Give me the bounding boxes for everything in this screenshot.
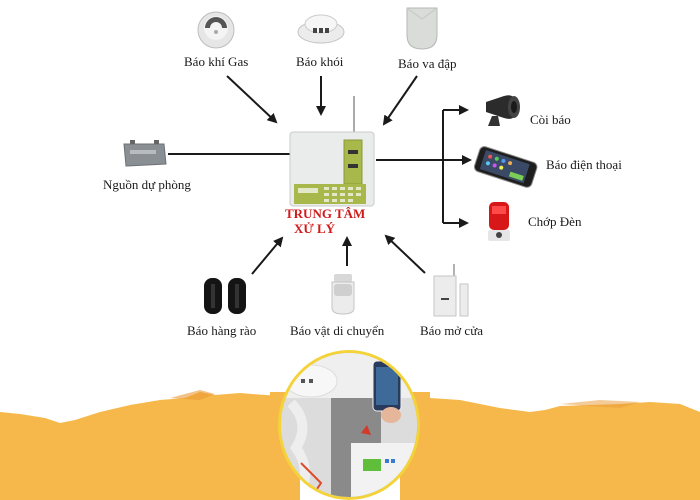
strobe-light-icon	[488, 202, 510, 241]
vibration-sensor-icon	[406, 7, 438, 50]
label-door-sensor: Báo mở cửa	[420, 323, 484, 338]
label-motion-sensor: Báo vật di chuyển	[290, 323, 385, 338]
label-smoke-detector: Báo khói	[296, 54, 344, 69]
backup-battery-icon	[123, 140, 167, 167]
smoke-detector-icon	[297, 14, 345, 44]
arrow-door-to-center	[384, 234, 426, 274]
beam-sensor-icon	[204, 278, 246, 314]
label-backup-battery: Nguồn dự phòng	[103, 177, 191, 192]
label-beam-sensor: Báo hàng rào	[187, 323, 257, 338]
door-sensor-icon	[433, 264, 469, 317]
alarm-control-panel-icon	[289, 96, 375, 207]
label-smartphone: Báo điện thoại	[546, 157, 622, 172]
siren-icon	[486, 95, 520, 126]
label-strobe-light: Chớp Đèn	[528, 214, 582, 229]
label-vibration-sensor: Báo va đập	[398, 56, 457, 71]
label-siren: Còi báo	[530, 112, 571, 127]
gas-detector-icon	[197, 11, 235, 49]
center-title-line1: TRUNG TÂM	[285, 206, 366, 221]
arrow-beam-to-center	[251, 236, 284, 275]
center-title-line2: XỬ LÝ	[294, 221, 336, 236]
motion-sensor-icon	[331, 274, 355, 315]
illustration-photo	[278, 350, 420, 500]
arrow-gas-to-center	[226, 75, 278, 124]
room-scene-icon	[281, 353, 417, 497]
label-gas-detector: Báo khí Gas	[184, 54, 249, 69]
arrow-vibration-to-center	[382, 75, 418, 126]
smartphone-icon	[473, 146, 538, 188]
